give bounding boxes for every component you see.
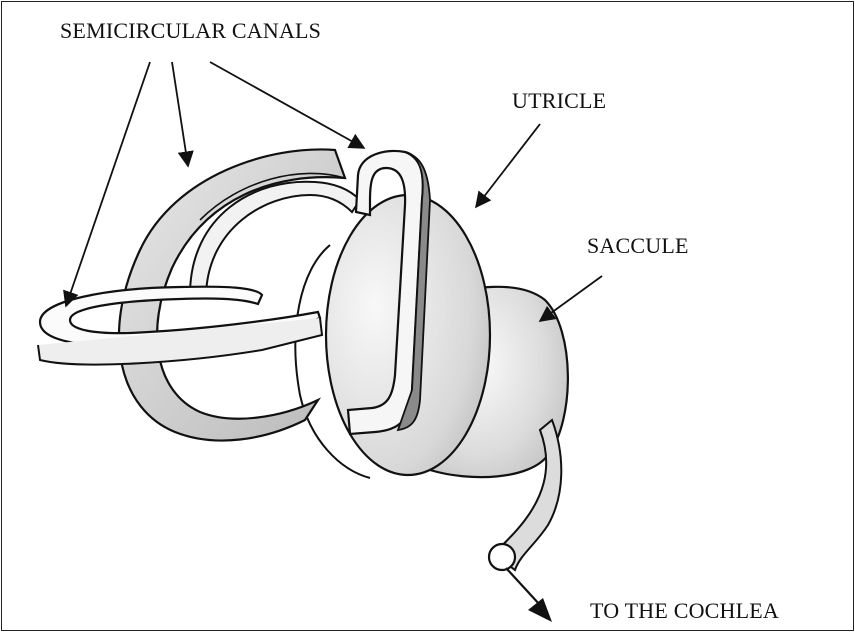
arrow-utricle (476, 124, 540, 207)
lateral-canal (38, 287, 322, 365)
utricle-label: UTRICLE (512, 88, 606, 114)
arrow-saccule (540, 276, 602, 321)
semicircular-canals-label: SEMICIRCULAR CANALS (60, 18, 321, 44)
cochlea-arrow (506, 568, 552, 622)
arrow-semicircular-3 (210, 62, 364, 148)
utricle-shape (295, 195, 490, 478)
arrow-semicircular-2 (172, 62, 188, 166)
to-cochlea-label: TO THE COCHLEA (590, 598, 779, 624)
saccule-label: SACCULE (587, 233, 689, 259)
